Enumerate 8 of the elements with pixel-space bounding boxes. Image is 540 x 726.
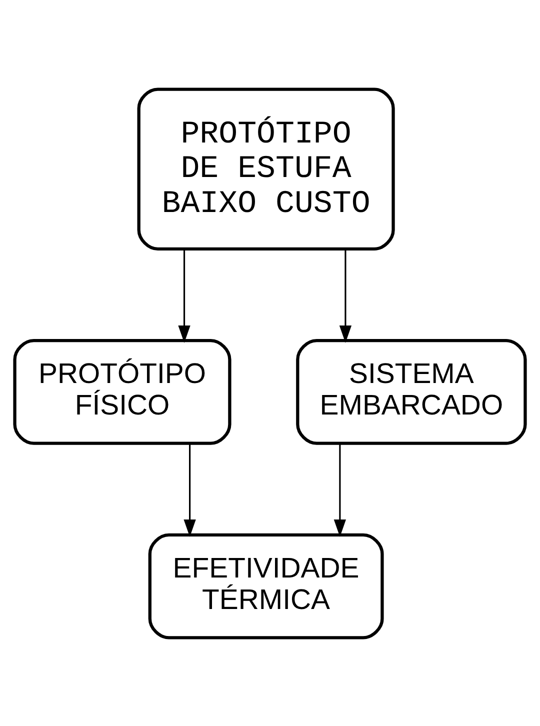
arrow	[178, 248, 190, 342]
node-box: PROTÓTIPO DE ESTUFA BAIXO CUSTO	[137, 87, 395, 250]
node-box: SISTEMA EMBARCADO	[296, 338, 527, 444]
node-box: EFETIVIDADE TÉRMICA	[148, 532, 384, 639]
arrow	[334, 443, 346, 536]
arrow	[184, 443, 196, 536]
arrow	[339, 248, 352, 342]
node-box: PROTÓTIPO FÍSICO	[13, 338, 232, 444]
